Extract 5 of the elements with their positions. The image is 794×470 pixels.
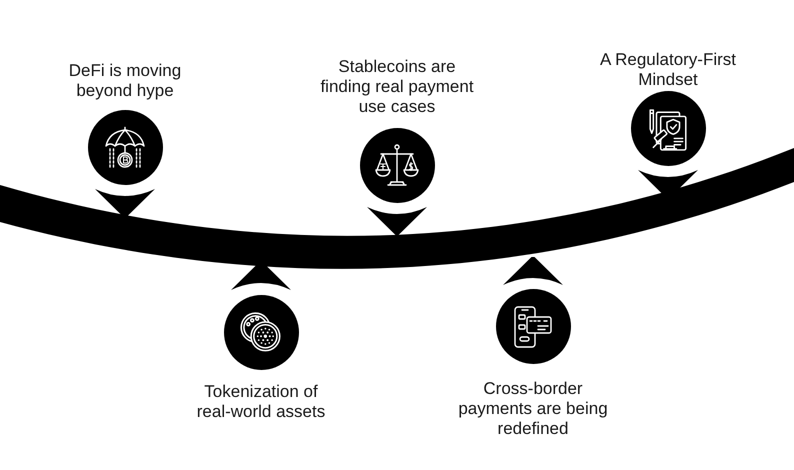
milestone-title: Stablecoins are finding real payment use cases — [319, 57, 475, 117]
milestone-title: A Regulatory-First Mindset — [598, 50, 738, 90]
milestone-title: DeFi is moving beyond hype — [68, 61, 182, 101]
milestone-title: Cross-border payments are being redefined — [457, 379, 609, 439]
milestone-title: Tokenization of real-world assets — [196, 382, 326, 422]
